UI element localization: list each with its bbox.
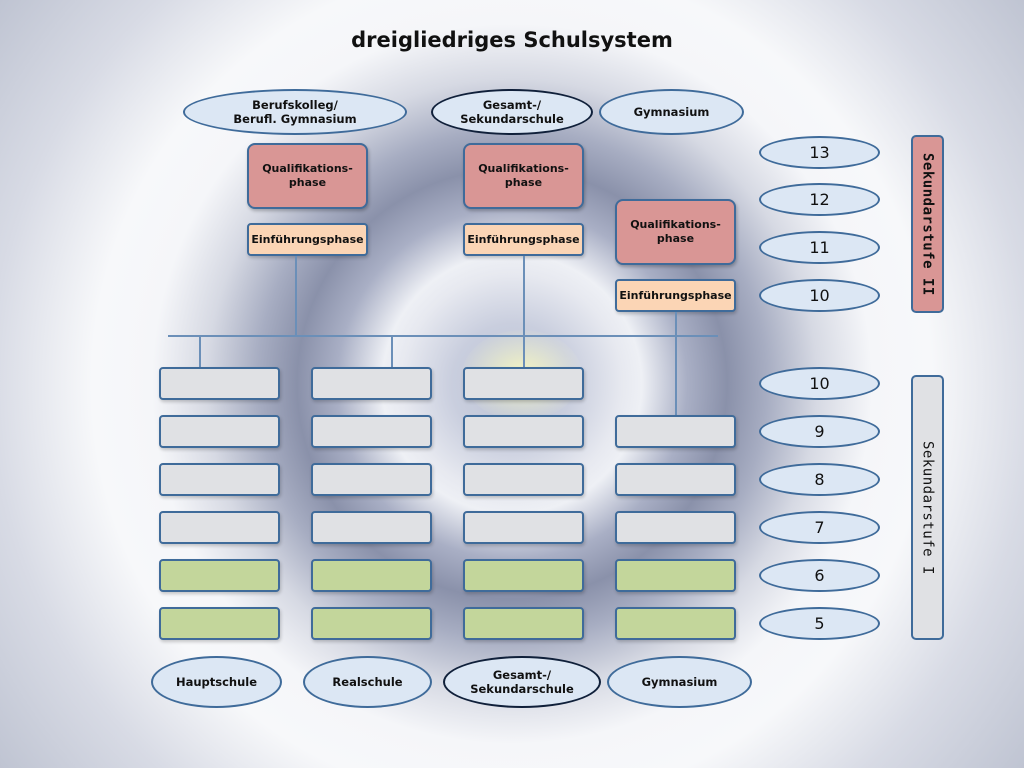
realschule-grade-9	[311, 415, 432, 448]
realschule-grade-8	[311, 463, 432, 496]
stage-sekundarstufe-1: Sekundarstufe I	[911, 375, 944, 640]
gymnasium-grade-7	[615, 511, 736, 544]
realschule-grade-5	[311, 607, 432, 640]
grade-13: 13	[759, 136, 880, 169]
gesamt-top-line1: Gesamt-/	[482, 97, 542, 112]
school-hauptschule: Hauptschule	[151, 656, 282, 708]
hauptschule-grade-8	[159, 463, 280, 496]
gesamtschule-grade-8	[463, 463, 584, 496]
grade-label: 5	[814, 614, 825, 633]
qual-label-1: Qualifikations-	[478, 162, 569, 176]
gesamt-bottom-line1: Gesamt-/	[492, 667, 552, 682]
connector-gesamtschule	[523, 256, 525, 368]
connector-gymnasium	[675, 312, 677, 416]
grade-6: 6	[759, 559, 880, 592]
gesamtschule-grade-9	[463, 415, 584, 448]
gymnasium-top-label: Gymnasium	[633, 104, 710, 119]
gesamtschule-grade-6	[463, 559, 584, 592]
hauptschule-grade-7	[159, 511, 280, 544]
grade-label: 9	[814, 422, 825, 441]
qualifikationsphase-gesamtschule: Qualifikations-phase	[463, 143, 584, 209]
connector-hauptschule	[199, 336, 201, 368]
einfuehrungsphase-gymnasium: Einführungsphase	[615, 279, 736, 312]
school-gesamtschule-bottom: Gesamt-/Sekundarschule	[443, 656, 601, 708]
grade-12: 12	[759, 183, 880, 216]
realschule-grade-10	[311, 367, 432, 400]
einf-label: Einführungsphase	[251, 233, 364, 246]
qualifikationsphase-berufskolleg: Qualifikations-phase	[247, 143, 368, 209]
grade-label: 10	[809, 286, 830, 305]
gymnasium-grade-6	[615, 559, 736, 592]
grade-11: 11	[759, 231, 880, 264]
stage-upper-label: Sekundarstufe II	[919, 152, 936, 296]
grade-5: 5	[759, 607, 880, 640]
einf-label: Einführungsphase	[467, 233, 580, 246]
hauptschule-label: Hauptschule	[175, 674, 258, 689]
hauptschule-grade-6	[159, 559, 280, 592]
diagram-title: dreigliedriges Schulsystem	[351, 28, 673, 52]
einfuehrungsphase-berufskolleg: Einführungsphase	[247, 223, 368, 256]
horizontal-connector	[168, 335, 718, 337]
grade-8: 8	[759, 463, 880, 496]
grade-7: 7	[759, 511, 880, 544]
einfuehrungsphase-gesamtschule: Einführungsphase	[463, 223, 584, 256]
stage-lower-label: Sekundarstufe I	[919, 440, 936, 575]
realschule-label: Realschule	[332, 674, 403, 689]
connector-berufskolleg	[295, 256, 297, 336]
gesamt-top-line2: Sekundarschule	[460, 112, 564, 126]
gesamtschule-grade-10	[463, 367, 584, 400]
grade-label: 11	[809, 238, 830, 257]
hauptschule-grade-5	[159, 607, 280, 640]
grade-label: 8	[814, 470, 825, 489]
grade-label: 12	[809, 190, 830, 209]
connector-realschule	[391, 336, 393, 368]
gymnasium-grade-8	[615, 463, 736, 496]
gymnasium-grade-9	[615, 415, 736, 448]
school-berufskolleg-top: Berufskolleg/Berufl. Gymnasium	[183, 89, 407, 135]
qual-label-2: phase	[504, 176, 543, 189]
grade-10-lower: 10	[759, 367, 880, 400]
school-gymnasium-bottom: Gymnasium	[607, 656, 752, 708]
school-gesamtschule-top: Gesamt-/Sekundarschule	[431, 89, 593, 135]
qual-label-1: Qualifikations-	[262, 162, 353, 176]
gesamtschule-grade-7	[463, 511, 584, 544]
gymnasium-bottom-label: Gymnasium	[641, 674, 718, 689]
einf-label: Einführungsphase	[619, 289, 732, 302]
qualifikationsphase-gymnasium: Qualifikations-phase	[615, 199, 736, 265]
berufskolleg-line2: Berufl. Gymnasium	[233, 112, 357, 126]
gesamtschule-grade-5	[463, 607, 584, 640]
school-realschule: Realschule	[303, 656, 432, 708]
grade-label: 7	[814, 518, 825, 537]
stage-sekundarstufe-2: Sekundarstufe II	[911, 135, 944, 313]
realschule-grade-6	[311, 559, 432, 592]
gesamt-bottom-line2: Sekundarschule	[470, 682, 574, 696]
grade-9: 9	[759, 415, 880, 448]
qual-label-1: Qualifikations-	[630, 218, 721, 232]
berufskolleg-line1: Berufskolleg/	[252, 97, 338, 112]
hauptschule-grade-10	[159, 367, 280, 400]
grade-label: 13	[809, 143, 830, 162]
qual-label-2: phase	[288, 176, 327, 189]
school-gymnasium-top: Gymnasium	[599, 89, 744, 135]
gymnasium-grade-5	[615, 607, 736, 640]
qual-label-2: phase	[656, 232, 695, 245]
grade-10-upper: 10	[759, 279, 880, 312]
grade-label: 6	[814, 566, 825, 585]
realschule-grade-7	[311, 511, 432, 544]
grade-label: 10	[809, 374, 830, 393]
hauptschule-grade-9	[159, 415, 280, 448]
